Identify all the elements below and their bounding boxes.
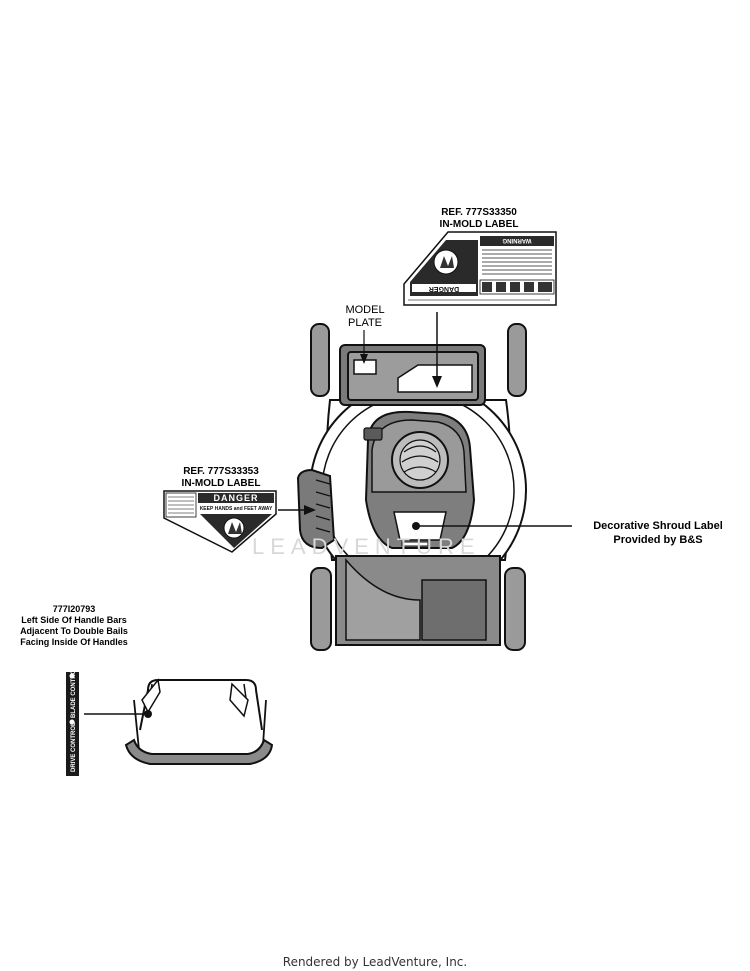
top-in-mold-decal [403,231,557,306]
handle-grip [124,738,274,765]
model-plate-line1: MODEL [345,304,385,316]
top-decal-warning-word: WARNING [502,237,531,243]
handle-line2: Adjacent To Double Bails [20,626,128,636]
top-label-type: IN-MOLD LABEL [439,219,519,230]
footer-credit: Rendered by LeadVenture, Inc. [282,955,468,969]
handle-line3: Facing Inside Of Handles [20,637,128,647]
model-plate [353,359,377,375]
model-plate-callout: MODEL PLATE [334,304,396,330]
front-right-wheel [504,567,526,651]
left-label-callout: REF. 777S33353 IN-MOLD LABEL [166,466,276,490]
rear-right-wheel [507,323,527,397]
top-label-ref: REF. 777S33350 [441,207,517,218]
drive-control-text: DRIVE CONTROL [71,722,77,772]
handle-decal-point [144,710,152,718]
left-label-ref: REF. 777S33353 [183,466,259,477]
left-decal-keep-away: KEEP HANDS and FEET AWAY [200,506,273,512]
handle-part: 777I20793 [52,604,96,614]
left-in-mold-decal [163,490,277,553]
handle-line1: Left Side Of Handle Bars [21,615,127,625]
mower-top-view [296,323,527,651]
shroud-callout: Decorative Shroud Label Provided by B&S [574,519,742,547]
left-decal-danger-word: DANGER [213,493,258,503]
left-side-bracket [296,468,336,550]
watermark: LEADVENTURE [252,534,481,559]
top-decal-danger-word: DANGER [429,285,459,292]
shroud-line1: Decorative Shroud Label [593,520,723,532]
model-plate-line2: PLATE [347,317,383,329]
handle-callout: 777I20793 Left Side Of Handle Bars Adjac… [10,604,138,648]
top-label-callout: REF. 777S33350 IN-MOLD LABEL [424,207,534,231]
front-left-wheel [310,567,332,651]
handle-bar [124,678,274,765]
shroud-line2: Provided by B&S [613,534,703,546]
rear-left-wheel [310,323,330,397]
left-label-type: IN-MOLD LABEL [181,478,261,489]
blade-control-text: BLADE CONTROL [71,666,77,718]
